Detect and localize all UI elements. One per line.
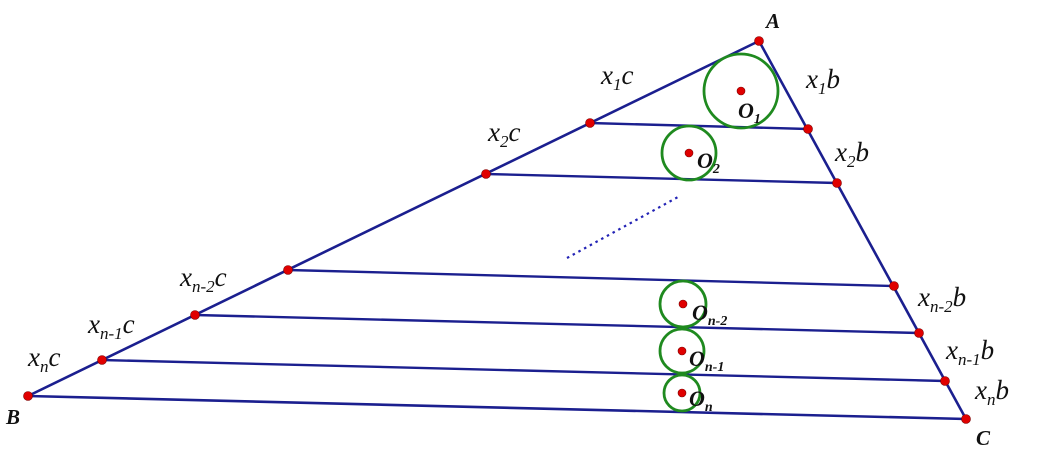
parallel-segments: [100, 121, 947, 383]
center-label-o-1: O1: [738, 98, 761, 127]
incircles: [658, 52, 780, 413]
point-b: [23, 391, 33, 401]
point-ab-n-1: [190, 310, 200, 320]
segment-label-b-n-2: xn-2b: [917, 282, 966, 316]
center-o-n-1: [677, 346, 687, 356]
segment-label-b-1: x1b: [805, 64, 840, 98]
edge-ab: [26, 39, 761, 398]
segment-label-c-n: xnc: [27, 342, 60, 376]
parallel-segment-2: [484, 172, 839, 185]
center-label-o-n: On: [689, 386, 713, 415]
ellipsis-dots: [566, 196, 679, 259]
segment-label-c-n-2: xn-2c: [179, 262, 227, 296]
point-ac-n-2: [889, 281, 899, 291]
point-ab-n-2: [283, 265, 293, 275]
point-ab-n: [97, 355, 107, 365]
center-o-2: [684, 148, 694, 158]
vertex-label-c: C: [976, 426, 991, 450]
center-label-o-n-1: On-1: [689, 346, 724, 375]
parallel-segment-n-2: [286, 268, 896, 288]
incircle-n-1: [658, 327, 706, 375]
vertex-labels: A B C: [5, 9, 991, 450]
point-c: [961, 414, 971, 424]
incircle-n: [662, 373, 702, 413]
segment-label-c-n-1: xn-1c: [87, 309, 135, 343]
center-labels: O1 O2 On-2 On-1 On: [689, 98, 761, 415]
incircle-n-2: [658, 279, 708, 329]
points: [23, 36, 971, 424]
incircle-1: [702, 52, 780, 130]
center-label-o-n-2: On-2: [692, 300, 727, 329]
point-a: [754, 36, 764, 46]
segment-labels-side-ab: x1c x2c xn-2c xn-1c xnc: [27, 60, 633, 376]
segment-label-b-2: x2b: [834, 137, 869, 171]
point-ac-2: [832, 178, 842, 188]
point-ac-1: [803, 124, 813, 134]
incircle-2: [660, 124, 718, 182]
segment-label-b-n-1: xn-1b: [945, 335, 994, 369]
segment-label-c-2: x2c: [487, 117, 520, 151]
point-ab-1: [585, 118, 595, 128]
segment-label-b-n: xnb: [974, 375, 1009, 409]
parallel-segment-1: [588, 121, 810, 131]
edge-ac: [757, 39, 968, 421]
triangle-edges: [26, 39, 968, 421]
center-o-n: [677, 388, 687, 398]
point-ac-n-1: [914, 328, 924, 338]
edge-bc: [26, 394, 968, 421]
center-label-o-2: O2: [697, 148, 720, 177]
segment-labels-side-ac: x1b x2b xn-2b xn-1b xnb: [805, 64, 1009, 409]
parallel-segment-n-1: [193, 313, 921, 335]
point-ab-2: [481, 169, 491, 179]
center-o-1: [736, 86, 746, 96]
center-o-n-2: [678, 299, 688, 309]
segment-label-c-1: x1c: [600, 60, 633, 94]
point-ac-n: [940, 376, 950, 386]
vertex-label-a: A: [764, 9, 780, 33]
vertex-label-b: B: [5, 405, 20, 429]
parallel-segment-n: [100, 358, 947, 383]
